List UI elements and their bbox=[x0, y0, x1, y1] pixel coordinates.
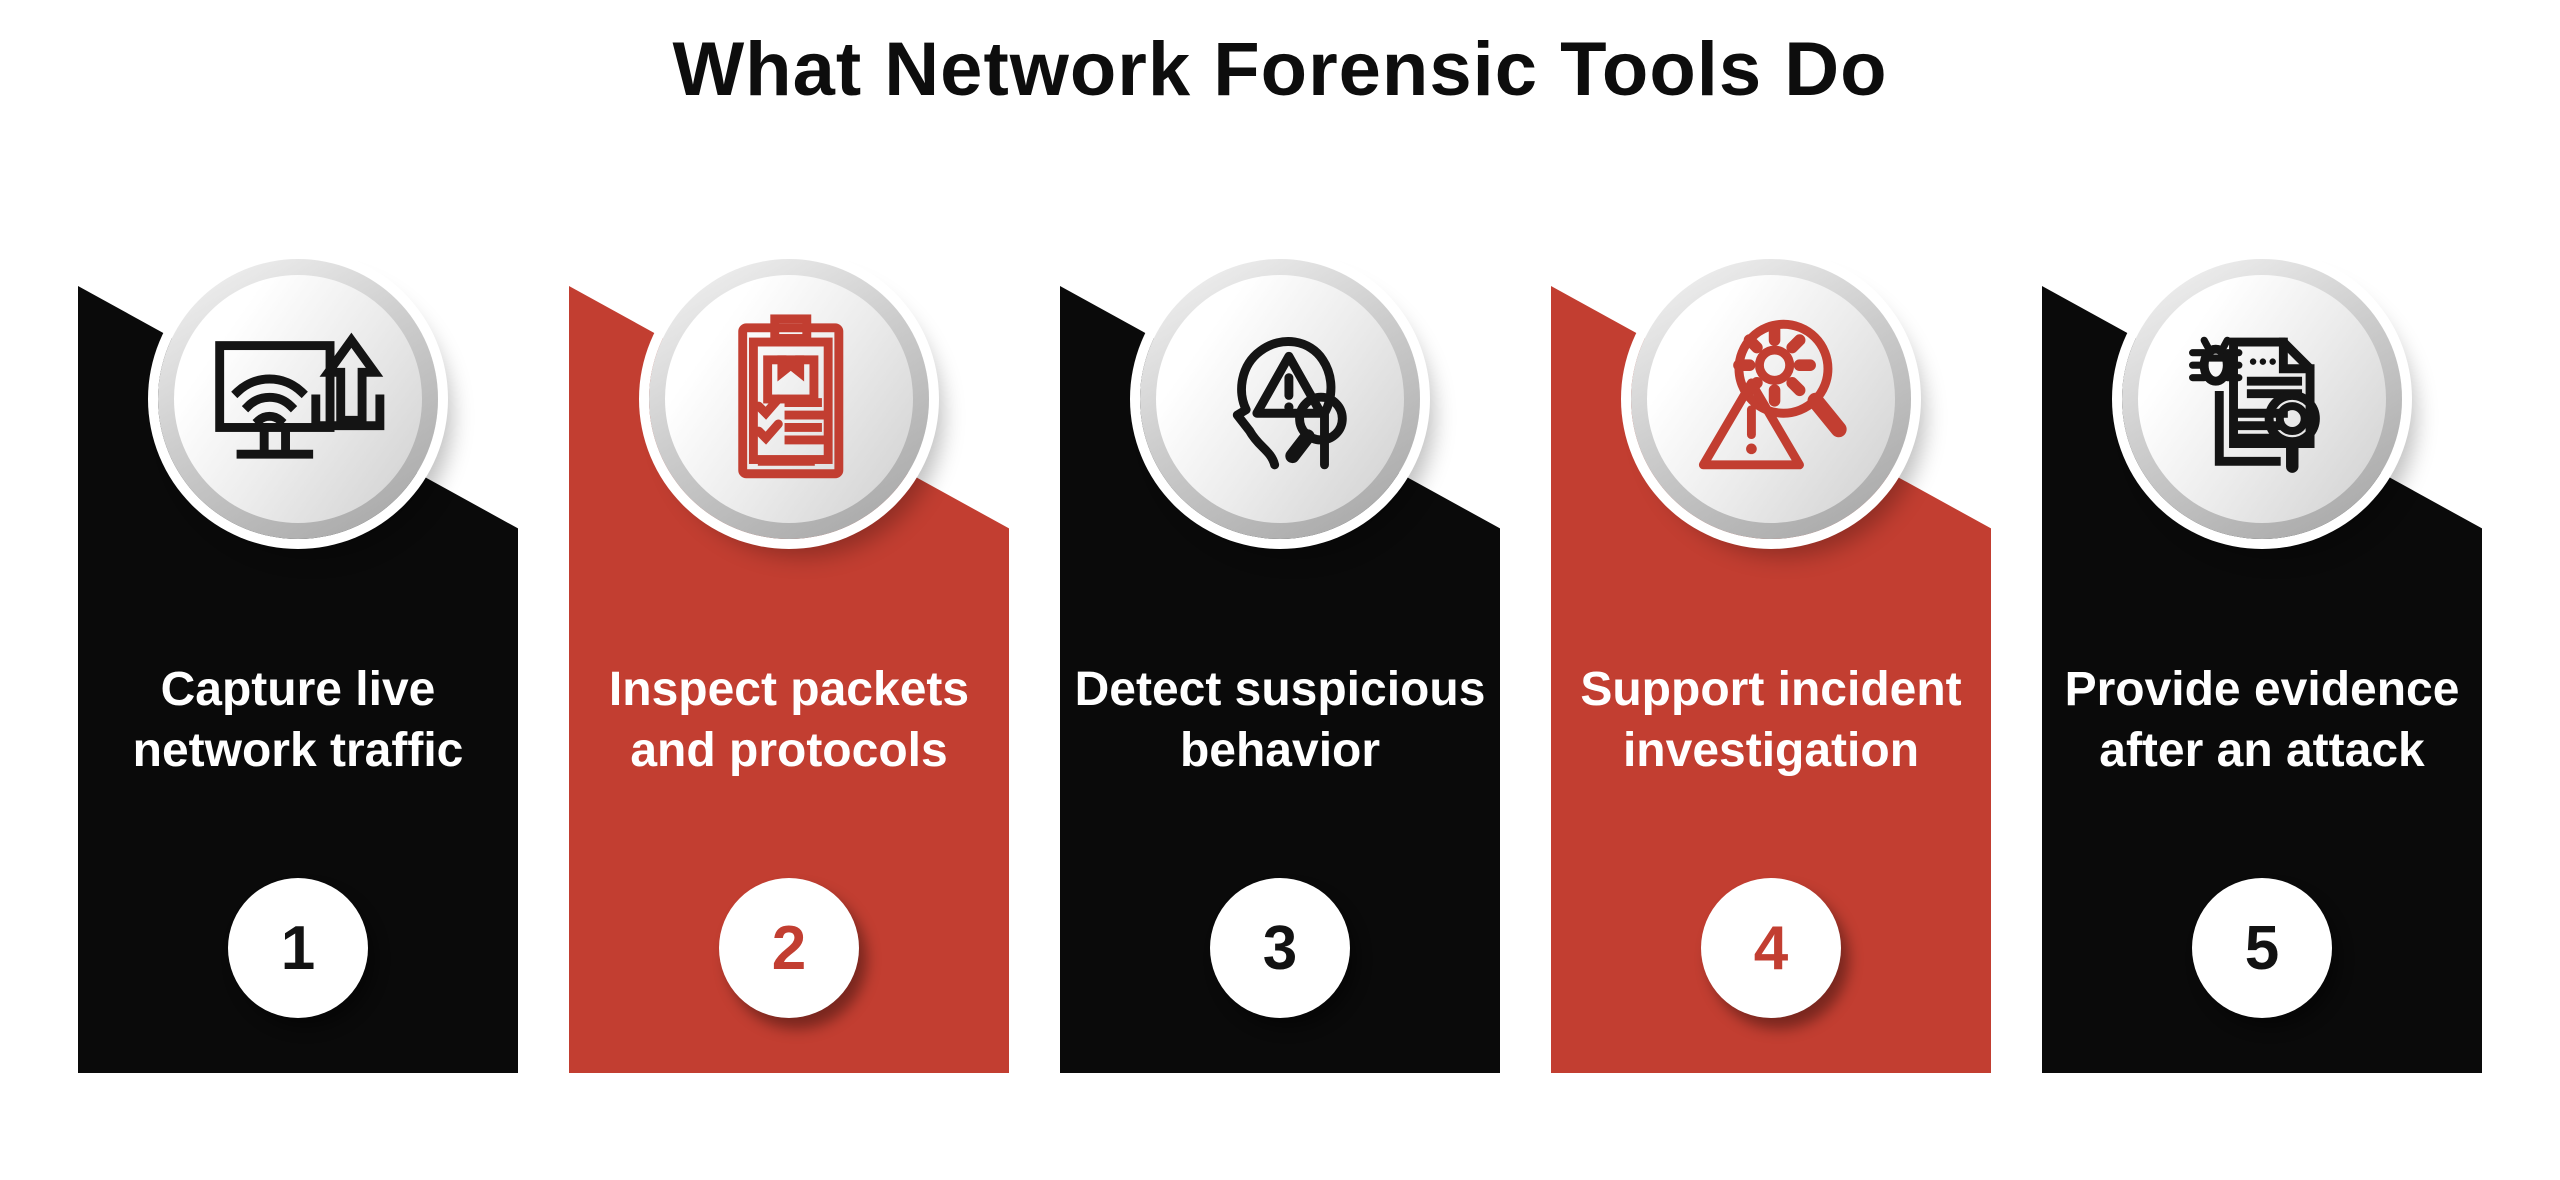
icon-circle-inner bbox=[1647, 275, 1895, 523]
card-label-line2: behavior bbox=[1179, 724, 1381, 777]
card-label-line2: after an attack bbox=[2099, 724, 2425, 777]
clipboard-checklist-icon bbox=[738, 314, 844, 479]
step-number-badge: 4 bbox=[1701, 878, 1841, 1018]
step-number-badge: 5 bbox=[2192, 878, 2332, 1018]
step-number-badge: 1 bbox=[228, 878, 368, 1018]
step-number: 5 bbox=[2244, 913, 2280, 983]
card-provide-evidence: Provide evidence after an attack 5 bbox=[2042, 259, 2482, 1073]
card-support-investigation: Support incident investigation 4 bbox=[1551, 259, 1991, 1073]
card-label: Support incident investigation bbox=[1551, 659, 1991, 781]
icon-circle-inner bbox=[2138, 275, 2386, 523]
icon-circle-inner bbox=[174, 275, 422, 523]
icon-circle bbox=[2122, 259, 2402, 539]
card-label-line2: network traffic bbox=[132, 724, 464, 777]
gear-magnifier-alert-icon bbox=[1698, 319, 1847, 470]
card-detect-behavior: Detect suspicious behavior 3 bbox=[1060, 259, 1500, 1073]
card-label-line2: and protocols bbox=[630, 724, 948, 777]
icon-circle-inner bbox=[665, 275, 913, 523]
card-label-line1: Inspect packets bbox=[608, 663, 970, 716]
card-capture-traffic: Capture live network traffic 1 bbox=[78, 259, 518, 1073]
document-bug-magnifier-icon bbox=[2189, 336, 2320, 473]
icon-circle bbox=[1140, 259, 1420, 539]
step-number: 4 bbox=[1753, 913, 1789, 983]
cards-row: Capture live network traffic 1 bbox=[0, 259, 2560, 1073]
step-number: 2 bbox=[771, 913, 807, 983]
icon-circle bbox=[1631, 259, 1911, 539]
card-label-line2: investigation bbox=[1622, 724, 1920, 777]
head-alert-magnifier-icon bbox=[1232, 337, 1347, 470]
step-number-badge: 2 bbox=[719, 878, 859, 1018]
card-label: Provide evidence after an attack bbox=[2042, 659, 2482, 781]
page-title: What Network Forensic Tools Do bbox=[672, 27, 1888, 112]
monitor-wifi-upload-icon bbox=[215, 332, 385, 459]
card-label-line1: Provide evidence bbox=[2064, 663, 2460, 716]
card-label: Detect suspicious behavior bbox=[1060, 659, 1500, 781]
card-label-line1: Support incident bbox=[1580, 663, 1962, 716]
icon-circle bbox=[158, 259, 438, 539]
card-inspect-packets: Inspect packets and protocols 2 bbox=[569, 259, 1009, 1073]
card-label-line1: Capture live bbox=[160, 663, 436, 716]
card-label: Inspect packets and protocols bbox=[569, 659, 1009, 781]
card-label-line1: Detect suspicious bbox=[1074, 663, 1486, 716]
step-number: 1 bbox=[280, 913, 316, 983]
step-number-badge: 3 bbox=[1210, 878, 1350, 1018]
icon-circle-inner bbox=[1156, 275, 1404, 523]
icon-circle bbox=[649, 259, 929, 539]
card-label: Capture live network traffic bbox=[78, 659, 518, 781]
step-number: 3 bbox=[1262, 913, 1298, 983]
